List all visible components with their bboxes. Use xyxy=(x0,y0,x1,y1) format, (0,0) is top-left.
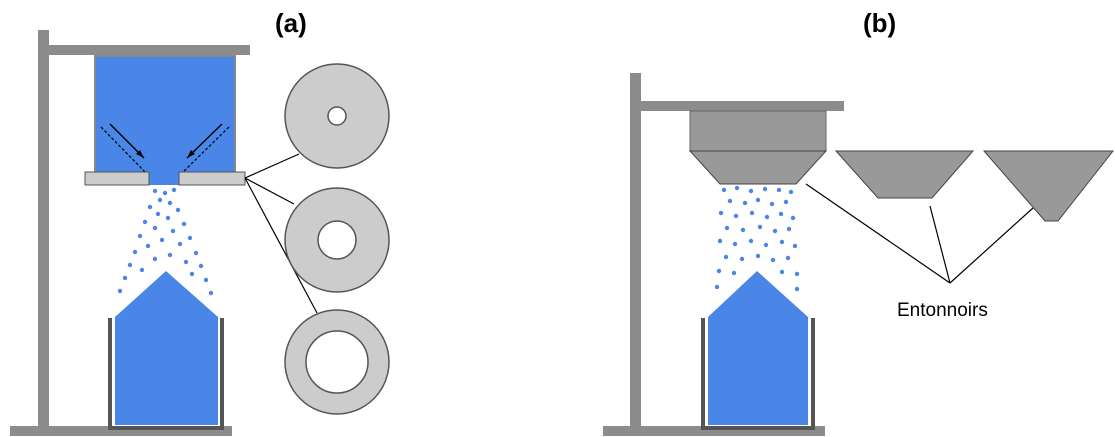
powder-container xyxy=(94,55,236,174)
orifice-disc-medium xyxy=(284,187,390,293)
panel-b-label: (b) xyxy=(863,8,896,38)
leader-lines-a xyxy=(244,153,318,314)
mounted-funnel xyxy=(688,150,828,185)
orifice-plate-left xyxy=(84,171,150,186)
leader-lines-b xyxy=(805,183,1034,284)
stand-base-a xyxy=(10,426,232,436)
panel-a-label: (a) xyxy=(275,8,307,38)
funnels-caption: Entonnoirs xyxy=(897,300,988,321)
collecting-cup-a xyxy=(108,318,224,430)
funnel-medium xyxy=(834,150,975,199)
orifice-plate-right xyxy=(178,171,246,186)
orifice-flow xyxy=(149,170,179,185)
stand-arm-a xyxy=(38,45,250,55)
collecting-cup-b xyxy=(701,318,815,430)
funnel-narrow xyxy=(982,150,1115,222)
stand-arm-b xyxy=(630,101,844,111)
falling-particles-a xyxy=(117,187,214,296)
panel-a: (a) xyxy=(10,8,390,436)
orifice-disc-large xyxy=(284,309,390,415)
stand-post-b xyxy=(630,73,641,430)
falling-particles-b xyxy=(714,185,800,292)
orifice-disc-small xyxy=(284,63,390,169)
powder-heap-b xyxy=(708,271,808,425)
stand-base-b xyxy=(603,426,825,436)
panel-b: (b) xyxy=(603,8,1115,436)
hopper-body xyxy=(689,110,827,152)
flow-arrows xyxy=(100,123,230,177)
stand-post-a xyxy=(38,30,49,430)
powder-heap-a xyxy=(115,271,218,425)
